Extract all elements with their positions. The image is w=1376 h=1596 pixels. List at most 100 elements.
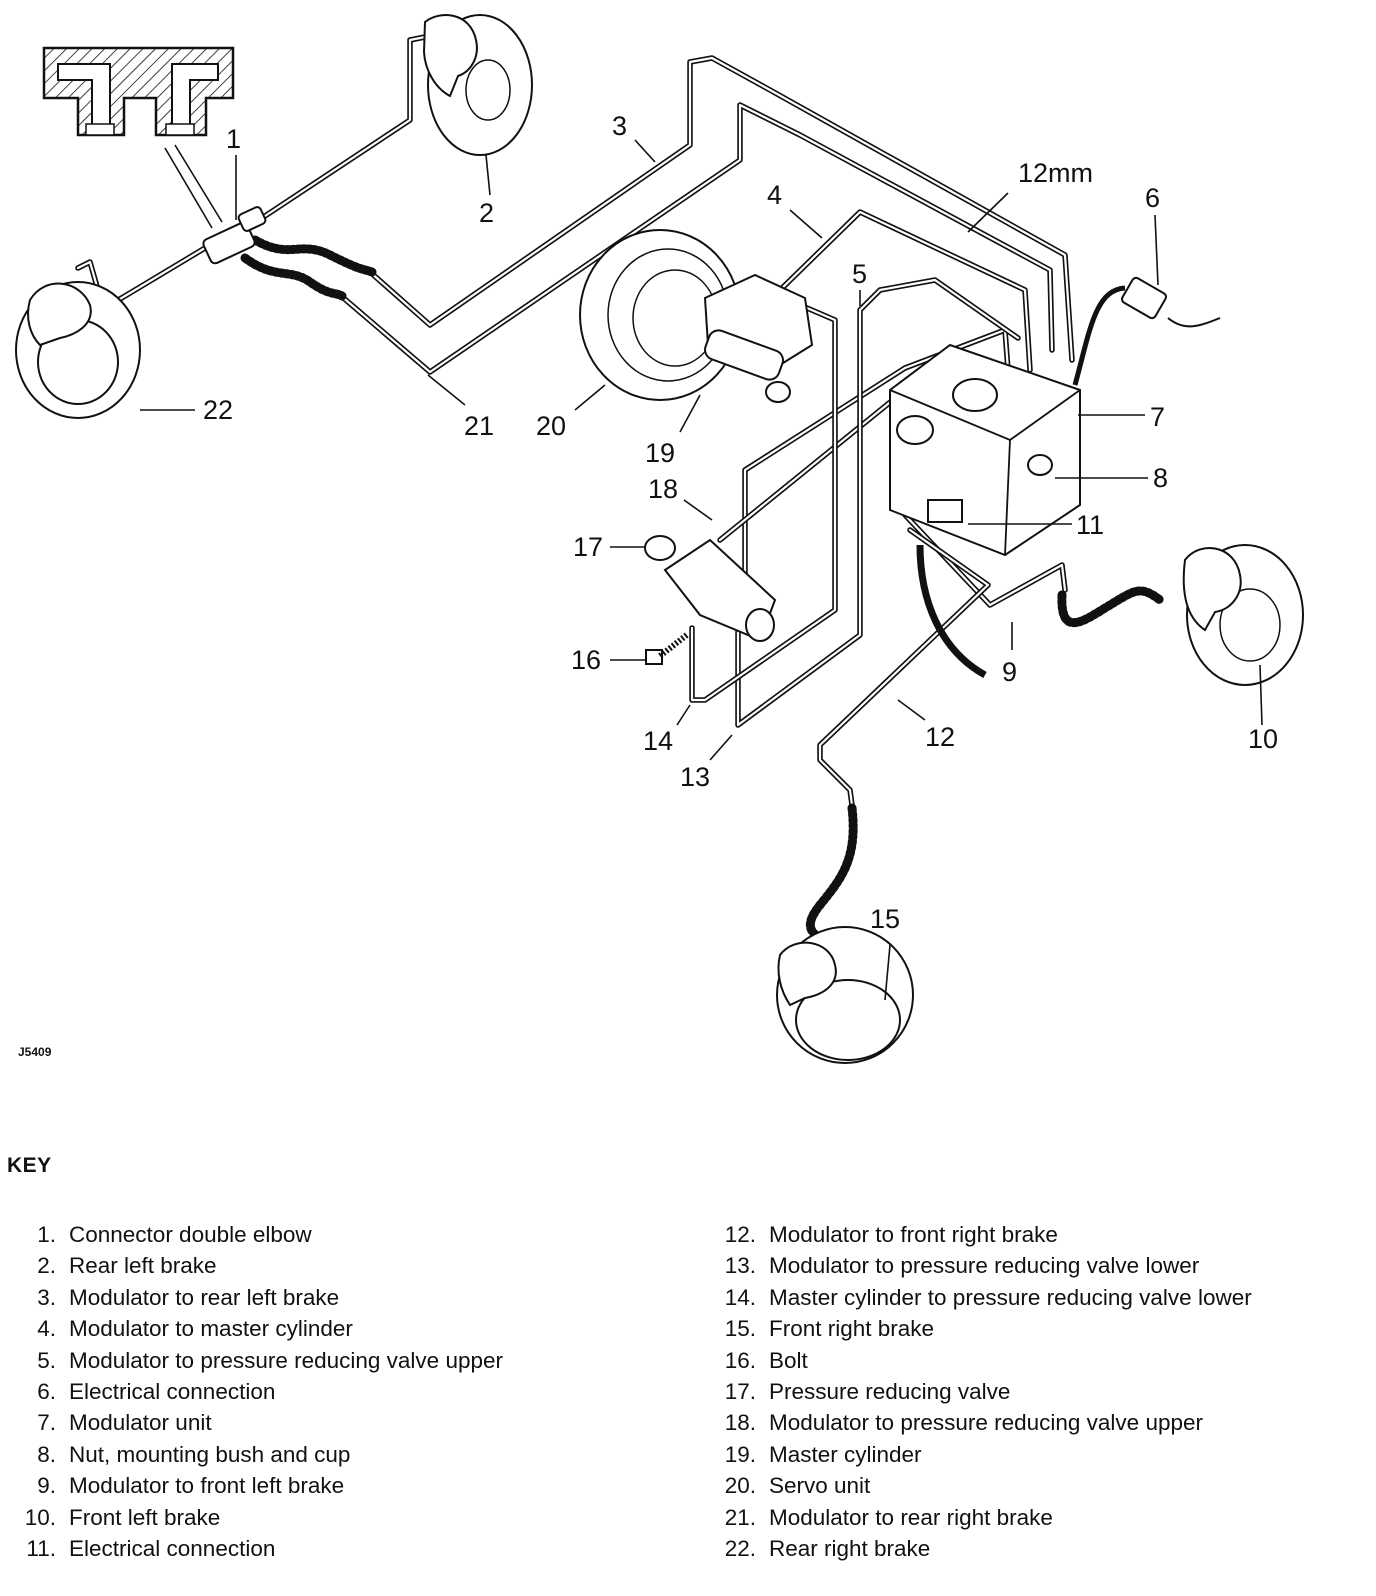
callout-18: 18: [648, 474, 678, 504]
key-item: 6. Electrical connection: [8, 1376, 503, 1407]
pipe-modulator-to-prv-lower: [735, 277, 1021, 728]
key-item: 8. Nut, mounting bush and cup: [8, 1439, 503, 1470]
bolt: [645, 631, 690, 665]
key-item-number: 6.: [37, 1378, 56, 1404]
key-item-label: Modulator to front right brake: [769, 1222, 1058, 1247]
pipe-modulator-to-prv-upper: [742, 327, 1011, 588]
key-item-number: 9.: [37, 1473, 56, 1499]
key-item: 14. Master cylinder to pressure reducing …: [706, 1282, 1252, 1313]
pipe-modulator-to-front-left-brake: [902, 512, 1068, 608]
key-item-number: 13.: [724, 1253, 756, 1279]
key-item-label: Master cylinder to pressure reducing val…: [769, 1284, 1252, 1310]
key-item: 18. Modulator to pressure reducing valve …: [706, 1407, 1252, 1438]
callout-20: 20: [536, 411, 566, 441]
callout-14: 14: [643, 726, 673, 756]
electrical-lead-wires: [1167, 317, 1221, 328]
connector-cross-section: [42, 46, 235, 137]
key-item-number: 11.: [26, 1535, 56, 1561]
key-item: 5.Modulator to pressure reducing valve u…: [8, 1345, 503, 1376]
key-item: 19.Master cylinder: [706, 1439, 1252, 1470]
brake-pipes: [75, 33, 1075, 808]
pipe-rear-left-brake-feed: [259, 33, 433, 221]
callout-15: 15: [870, 904, 900, 934]
key-item-number: 22.: [724, 1535, 756, 1561]
callout-3: 3: [612, 111, 627, 141]
key-item: 16. Bolt: [706, 1345, 1252, 1376]
key-item: 10. Front left brake: [8, 1502, 503, 1533]
key-item-number: 2.: [37, 1253, 56, 1279]
callout-16: 16: [571, 645, 601, 675]
key-item: 4. Modulator to master cylinder: [8, 1313, 503, 1344]
key-item: 7.Modulator unit: [8, 1407, 503, 1438]
key-item-label: Connector double elbow: [69, 1222, 312, 1247]
key-item-label: Rear left brake: [69, 1253, 217, 1279]
key-item: 20.Servo unit: [706, 1470, 1252, 1501]
front-right-brake-disc: [776, 926, 914, 1064]
key-item: 13. Modulator to pressure reducing valve …: [706, 1250, 1252, 1281]
key-item-number: 17.: [724, 1378, 756, 1404]
key-item-label: Modulator to master cylinder: [69, 1316, 353, 1342]
key-item: 15. Front right brake: [706, 1313, 1252, 1344]
modulator-unit: [889, 343, 1081, 557]
key-item-number: 14.: [724, 1284, 756, 1310]
key-item: 12. Modulator to front right brake: [706, 1219, 1252, 1250]
key-item-label: Modulator to pressure reducing valve low…: [769, 1253, 1200, 1279]
callout-12: 12: [925, 722, 955, 752]
key-item-label: Front left brake: [69, 1504, 221, 1530]
brake-pipe-diagram: 1 2 3 4 12mm 6 5 22 21 20 19 7 8 18 11 1…: [15, 14, 1304, 1064]
pipe-master-cylinder-to-prv-lower: [689, 302, 838, 703]
key-item-number: 16.: [724, 1347, 756, 1373]
pipe-modulator-to-prv-upper-2: [717, 375, 923, 543]
key-item-number: 7.: [37, 1410, 56, 1436]
key-item-label: Electrical connection: [69, 1378, 276, 1404]
key-item-label: Bolt: [769, 1347, 808, 1373]
callout-5: 5: [852, 259, 867, 289]
key-item-number: 4.: [37, 1316, 56, 1342]
callout-8: 8: [1153, 463, 1168, 493]
callout-9: 9: [1002, 657, 1017, 687]
callout-2: 2: [479, 198, 494, 228]
key-item: 11. Electrical connection: [8, 1533, 503, 1564]
key-item-label: Modulator to front left brake: [69, 1473, 345, 1499]
pipe-modulator-to-rear-right-brake: [337, 102, 1055, 375]
key-item-label: Modulator to rear left brake: [69, 1284, 340, 1310]
key-item-number: 18.: [724, 1410, 756, 1436]
key-item: 1. Connector double elbow: [8, 1219, 503, 1250]
harness-cable: [916, 544, 987, 679]
key-item-label: Modulator to pressure reducing valve upp…: [69, 1347, 503, 1373]
key-item-label: Electrical connection: [69, 1535, 276, 1561]
key-item-label: Modulator to rear right brake: [769, 1504, 1053, 1530]
key-item-number: 8.: [37, 1441, 56, 1467]
key-item-label: Nut, mounting bush and cup: [69, 1441, 351, 1467]
key-item-number: 15.: [724, 1316, 756, 1342]
rear-left-brake-disc: [422, 14, 533, 156]
key-item-number: 10.: [24, 1504, 56, 1530]
leader-lines: [140, 139, 1263, 1001]
electrical-lead: [1072, 285, 1126, 386]
callout-17: 17: [573, 532, 603, 562]
pressure-reducing-valve: [644, 535, 777, 642]
electrical-connection-plug: [1121, 276, 1167, 320]
key-item: 22. Rear right brake: [706, 1533, 1252, 1564]
key-item-label: Modulator to pressure reducing valve upp…: [769, 1410, 1203, 1436]
rear-right-brake-disc: [15, 281, 141, 419]
callout-10: 10: [1248, 724, 1278, 754]
flexible-hoses: [240, 235, 1165, 950]
callout-21: 21: [464, 411, 494, 441]
key-item-number: 1.: [37, 1222, 56, 1247]
front-left-brake-disc: [1182, 544, 1304, 686]
key-item: 9. Modulator to front left brake: [8, 1470, 503, 1501]
pipe-modulator-to-front-right-brake: [817, 527, 991, 808]
key-item-number: 12.: [724, 1222, 756, 1247]
callout-labels: 1 2 3 4 12mm 6 5 22 21 20 19 7 8 18 11 1…: [203, 111, 1278, 934]
key-item-label: Rear right brake: [769, 1535, 931, 1561]
key-item: 2. Rear left brake: [8, 1250, 503, 1281]
key-list-left: 1. Connector double elbow 2. Rear left brak…: [8, 1219, 503, 1564]
key-item-label: Front right brake: [769, 1316, 935, 1342]
key-item-label: Servo unit: [769, 1473, 871, 1499]
callout-11: 11: [1076, 510, 1104, 540]
callout-4: 4: [767, 180, 782, 210]
master-cylinder: [703, 273, 814, 403]
key-item: 3. Modulator to rear left brake: [8, 1282, 503, 1313]
key-item-number: 3.: [37, 1284, 56, 1310]
